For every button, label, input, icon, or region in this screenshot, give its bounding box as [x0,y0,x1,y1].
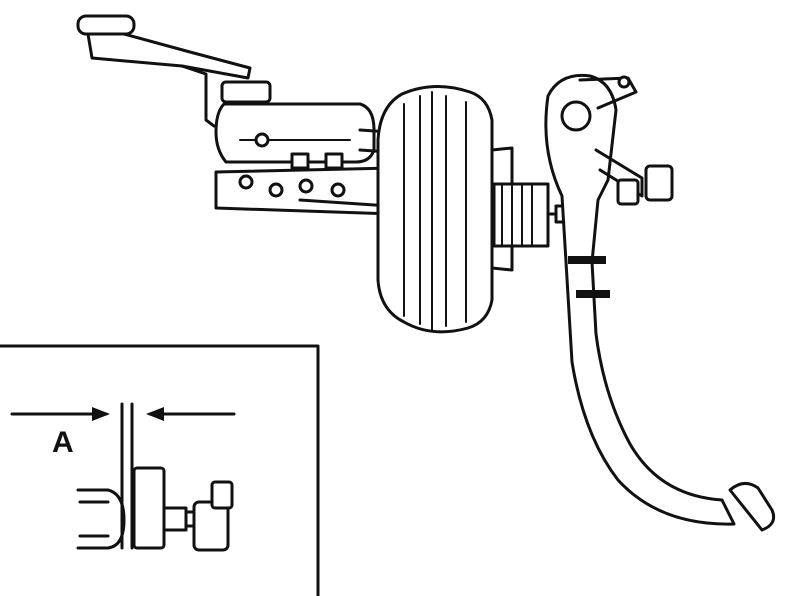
pedal-pad [728,482,776,532]
brake-pedal-lever [544,73,736,526]
stop-light-switch [594,148,674,206]
reservoir-bracket [76,14,272,128]
inset-detail [0,344,320,596]
brake-booster [376,84,514,334]
push-rod-assembly [492,182,582,248]
clearance-label-a: A [52,426,74,459]
mounting-flange [214,166,394,216]
master-cylinder [214,102,392,170]
